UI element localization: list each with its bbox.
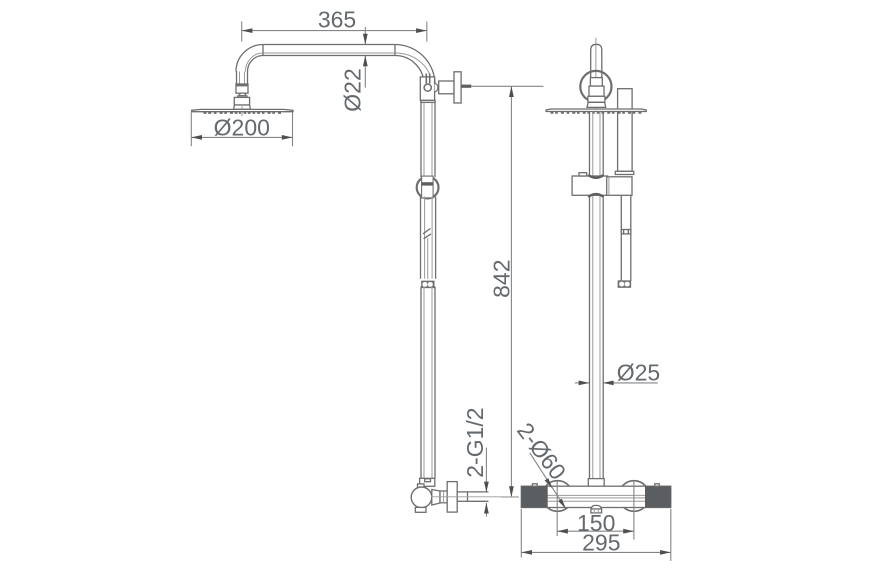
svg-text:Ø200: Ø200 — [214, 115, 270, 141]
svg-text:2-G1/2: 2-G1/2 — [462, 407, 488, 477]
svg-text:150: 150 — [577, 510, 615, 536]
svg-text:365: 365 — [318, 7, 356, 33]
svg-text:2-Ø60: 2-Ø60 — [512, 418, 571, 485]
svg-text:842: 842 — [488, 260, 514, 298]
svg-text:295: 295 — [582, 530, 620, 556]
svg-text:Ø22: Ø22 — [340, 68, 366, 111]
svg-text:Ø25: Ø25 — [617, 360, 660, 386]
